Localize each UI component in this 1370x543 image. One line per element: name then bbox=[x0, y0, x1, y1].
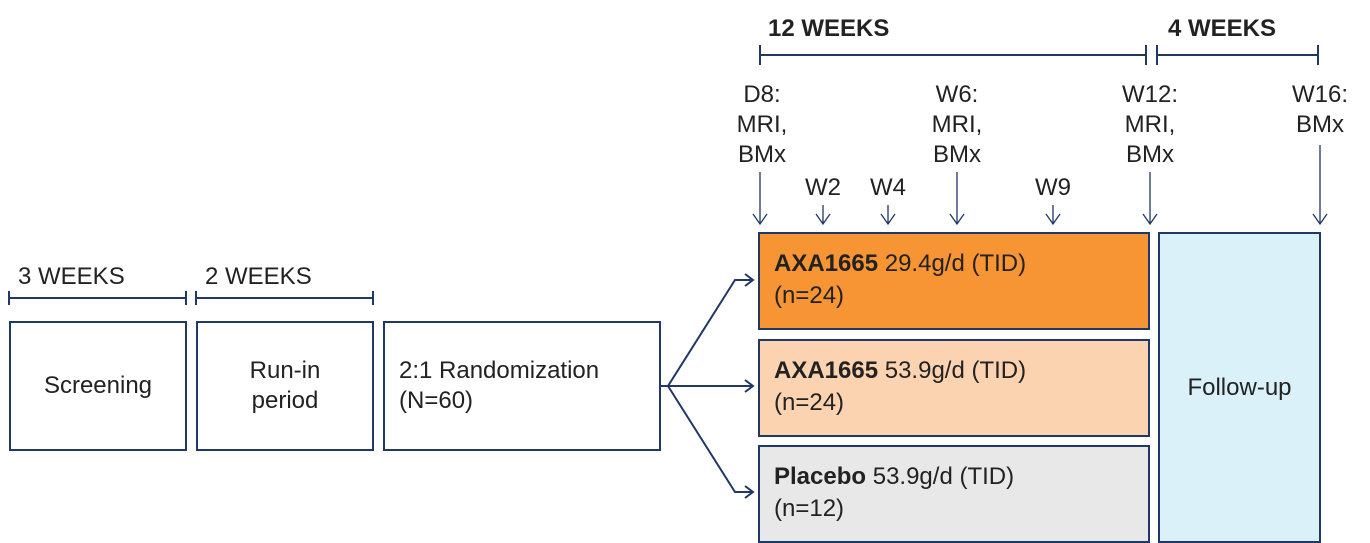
timepoint-w4: W4 bbox=[870, 174, 906, 201]
arrow-w2 bbox=[815, 205, 831, 226]
runin-label-1: Run-in bbox=[249, 357, 321, 384]
timepoint-w16-week: W16: bbox=[1291, 81, 1349, 108]
bracket-12-weeks bbox=[759, 45, 1147, 65]
arrow-w4 bbox=[880, 205, 896, 226]
timepoint-w12-week: W12: bbox=[1121, 81, 1179, 108]
arm-box-2: AXA1665 53.9g/d (TID)(n=24) bbox=[758, 339, 1150, 437]
arm-2-dose: 53.9g/d (TID) bbox=[878, 357, 1027, 384]
screening-duration: 3 WEEKS bbox=[18, 263, 125, 290]
arm-2-drug: AXA1665 bbox=[774, 357, 879, 384]
bracket-4-weeks bbox=[1156, 45, 1319, 65]
followup-duration: 4 WEEKS bbox=[1168, 15, 1277, 42]
bracket-runin bbox=[195, 291, 374, 305]
arm-1-drug: AXA1665 bbox=[774, 250, 879, 277]
randomization-box: 2:1 Randomization (N=60) bbox=[383, 321, 661, 451]
timepoint-d8-day: D8: bbox=[743, 81, 781, 108]
arrow-w6 bbox=[949, 172, 965, 226]
screening-box: Screening bbox=[9, 321, 187, 451]
arrow-w9 bbox=[1045, 205, 1061, 226]
arm-3-n: (n=12) bbox=[774, 495, 845, 522]
runin-duration: 2 WEEKS bbox=[205, 263, 312, 290]
branch-arm-1 bbox=[660, 279, 752, 387]
bracket-screening bbox=[8, 291, 187, 305]
timepoint-d8-mri: MRI, bbox=[736, 111, 788, 138]
arm-3-drug: Placebo bbox=[774, 463, 867, 490]
arm-3-dose: 53.9g/d (TID) bbox=[866, 463, 1015, 490]
arm-1-title: AXA1665 29.4g/d (TID) bbox=[774, 248, 1148, 280]
timepoint-arrows bbox=[752, 145, 1328, 226]
timepoint-w6-week: W6: bbox=[935, 81, 979, 108]
timepoint-w6-mri: MRI, bbox=[931, 111, 983, 138]
followup-box: Follow-up bbox=[1158, 232, 1321, 543]
arm-1-dose: 29.4g/d (TID) bbox=[878, 250, 1027, 277]
timepoint-w12-bmx: BMx bbox=[1125, 141, 1174, 168]
timepoint-w16: W16: BMx bbox=[1292, 80, 1348, 140]
arm-2-title: AXA1665 53.9g/d (TID) bbox=[774, 355, 1148, 387]
followup-label: Follow-up bbox=[1187, 373, 1292, 401]
arm-1-n: (n=24) bbox=[774, 282, 845, 309]
arrow-w16 bbox=[1312, 145, 1328, 226]
timepoint-d8: D8: MRI, BMx bbox=[737, 80, 788, 170]
timepoint-w12: W12: MRI, BMx bbox=[1122, 80, 1178, 170]
arm-box-3: Placebo 53.9g/d (TID)(n=12) bbox=[758, 445, 1150, 543]
branch-arm-3 bbox=[667, 385, 752, 493]
randomization-label: 2:1 Randomization bbox=[399, 357, 600, 384]
arrow-w12 bbox=[1142, 172, 1158, 226]
runin-box: Run-in period bbox=[196, 321, 374, 451]
treatment-duration: 12 WEEKS bbox=[768, 15, 890, 42]
runin-label-2: period bbox=[251, 387, 319, 414]
arm-box-1: AXA1665 29.4g/d (TID)(n=24) bbox=[758, 232, 1150, 330]
branch-arrowheads bbox=[744, 273, 755, 499]
arm-2-n: (n=24) bbox=[774, 389, 845, 416]
timepoint-w2: W2 bbox=[805, 174, 841, 201]
timepoint-w12-mri: MRI, bbox=[1124, 111, 1176, 138]
screening-label: Screening bbox=[43, 372, 153, 399]
timepoint-w16-bmx: BMx bbox=[1295, 111, 1344, 138]
randomization-n: (N=60) bbox=[399, 387, 474, 414]
arrow-d8 bbox=[752, 172, 768, 226]
arm-3-title: Placebo 53.9g/d (TID) bbox=[774, 461, 1148, 493]
timepoint-d8-bmx: BMx bbox=[737, 141, 786, 168]
timepoint-w6: W6: MRI, BMx bbox=[932, 80, 983, 170]
timepoint-w9: W9 bbox=[1035, 174, 1071, 201]
timepoint-w6-bmx: BMx bbox=[932, 141, 981, 168]
